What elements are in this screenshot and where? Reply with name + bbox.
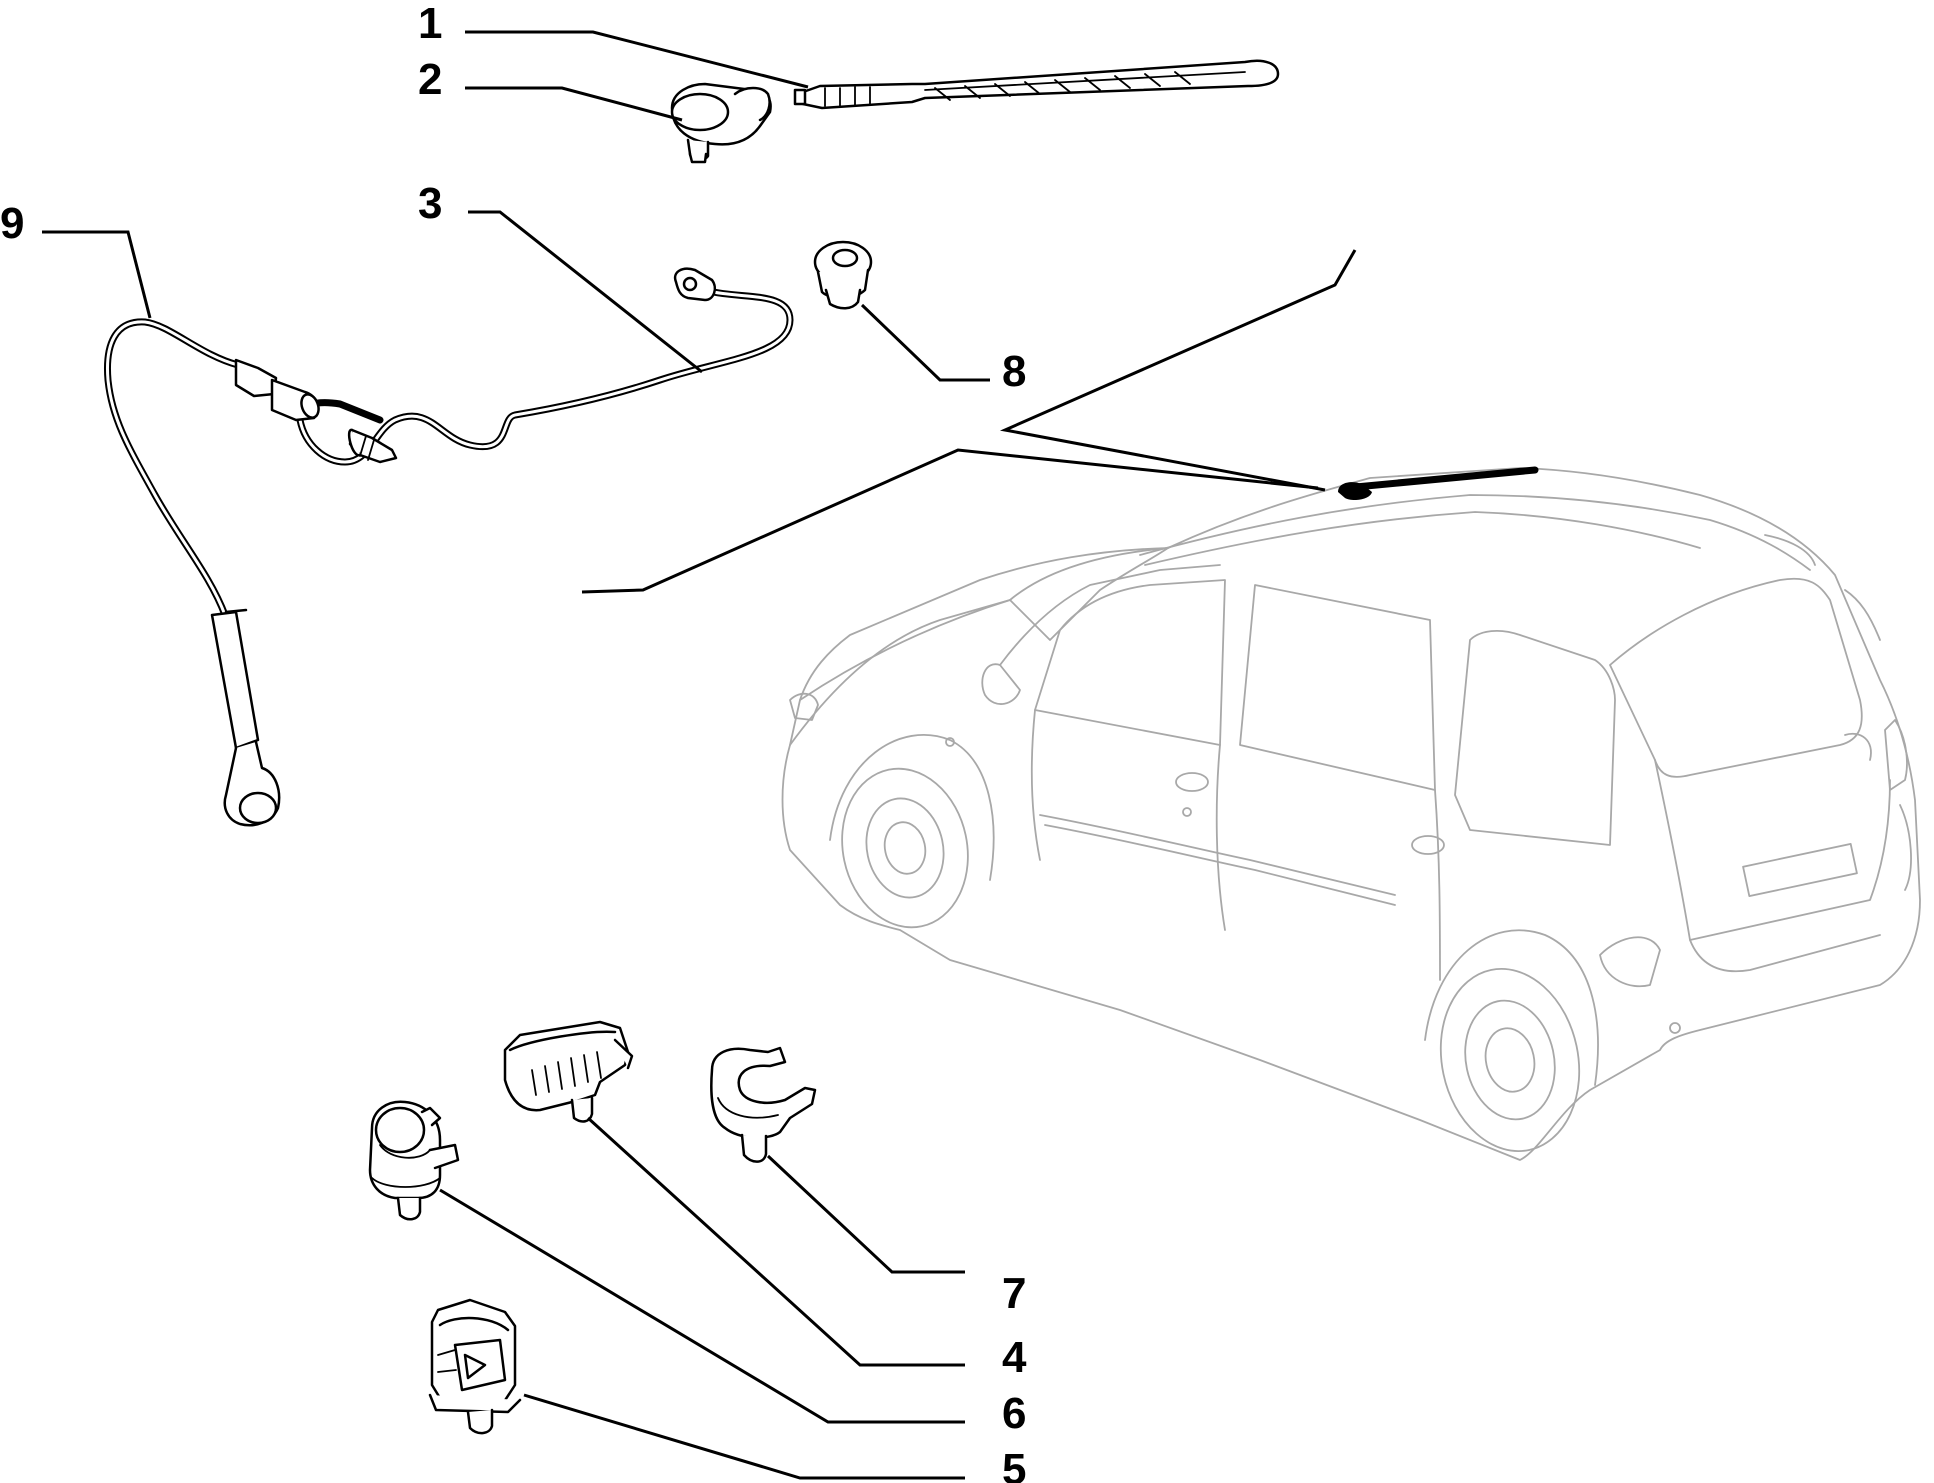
callout-7: 7	[1002, 1269, 1026, 1318]
callout-2: 2	[418, 55, 442, 104]
leader-5	[523, 1393, 965, 1480]
part-square-clip	[428, 1298, 522, 1435]
leader-3	[468, 210, 703, 374]
callout-leaders	[42, 30, 990, 1480]
detail-pointer-lines	[581, 249, 1357, 594]
callout-4: 4	[1002, 1333, 1027, 1382]
callout-9: 9	[0, 199, 24, 248]
leader-6	[439, 1188, 965, 1424]
callout-3: 3	[418, 179, 442, 228]
part-grommet	[813, 240, 873, 310]
part-antenna-base	[670, 82, 772, 164]
part-round-clip	[368, 1100, 460, 1221]
part-cable-clip-block	[503, 1020, 634, 1123]
leader-8	[860, 303, 990, 382]
callout-1: 1	[418, 0, 442, 48]
leader-9	[42, 230, 152, 319]
part-open-clip	[710, 1046, 817, 1163]
part-antenna-mast	[793, 59, 1280, 110]
callout-labels: 1 2 3 4 5 6 7 8 9	[0, 0, 1027, 1483]
leader-4	[586, 1116, 965, 1367]
part-extension-cable	[103, 318, 320, 827]
callout-5: 5	[1002, 1445, 1026, 1483]
callout-6: 6	[1002, 1389, 1026, 1438]
callout-8: 8	[1002, 347, 1026, 396]
leader-7	[766, 1154, 965, 1274]
leader-2	[465, 86, 683, 122]
vehicle-illustration	[781, 467, 1921, 1161]
leader-1	[465, 30, 809, 89]
roof-antenna-mounted	[1338, 466, 1539, 500]
part-coax-cable	[296, 267, 794, 466]
